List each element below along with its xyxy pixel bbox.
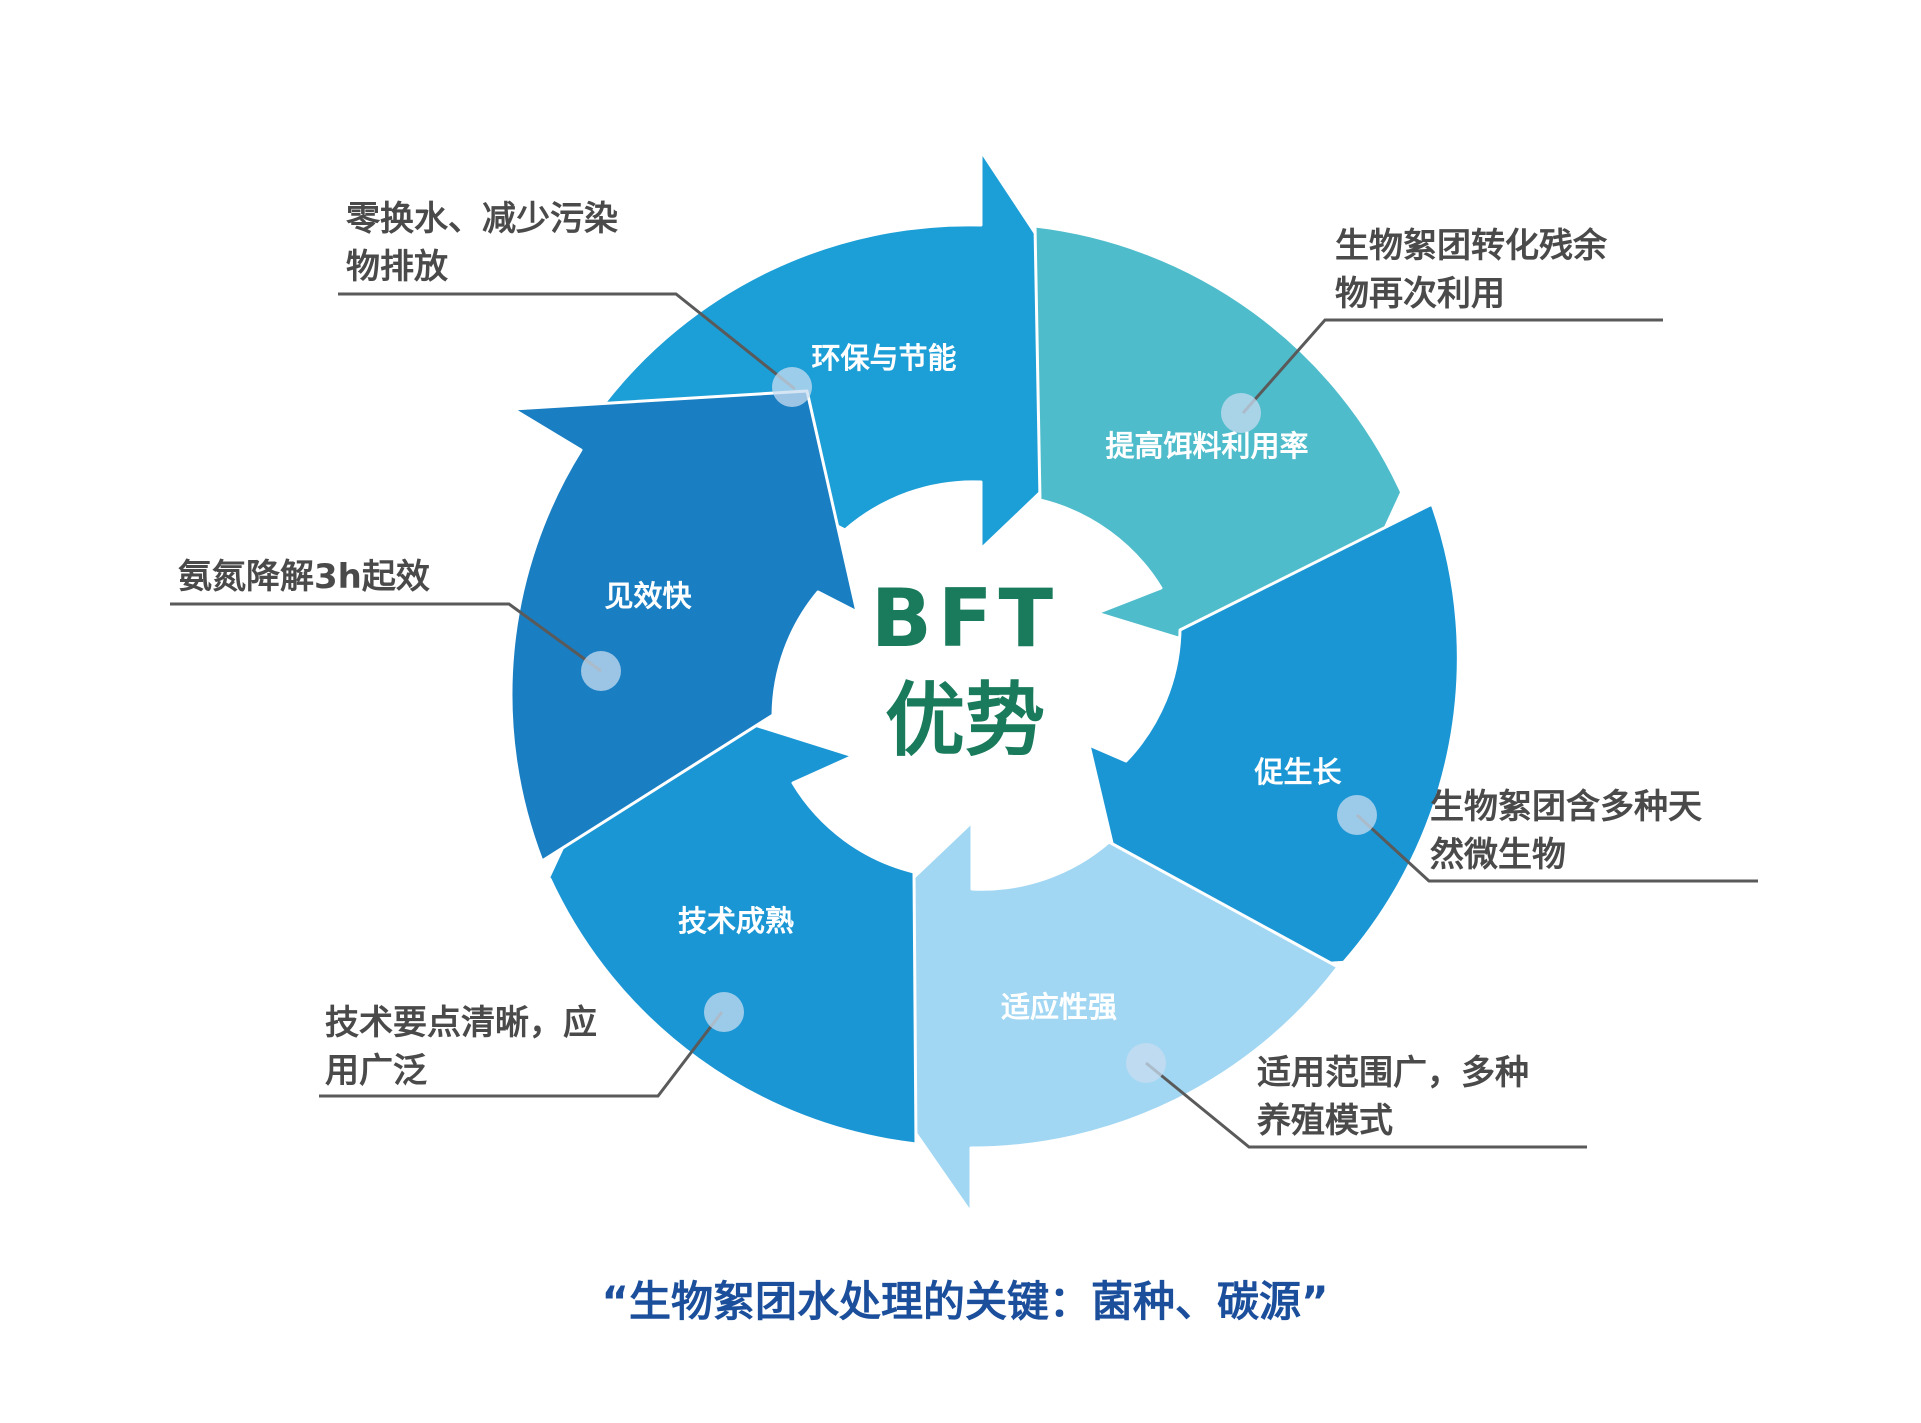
leader-line-environment-energy [338,292,796,391]
callout-growth-line1: 生物絮团含多种天 [1430,787,1702,827]
segment-labels: 环保与节能 提高饵料利用率 促生长 适应性强 技术成熟 见效快 [604,341,1342,1024]
leader-line-growth [1355,813,1758,883]
cycle-arrows [509,149,1460,1215]
leader-line-quick-effect [170,602,602,673]
callout-adaptability-line2: 养殖模式 [1257,1101,1393,1141]
segment-label-adaptability: 适应性强 [1001,990,1117,1024]
callout-environment-energy-line2: 物排放 [346,247,448,287]
marker-dot-environment-energy [772,367,812,407]
callout-mature-technology-line1: 技术要点清晰，应 [325,1003,597,1043]
callout-growth-line2: 然微生物 [1430,835,1566,875]
leader-line-mature-technology [319,1011,724,1098]
arrow-growth [1087,502,1460,977]
callout-feed-utilization-line1: 生物絮团转化残余 [1335,226,1608,266]
segment-label-quick-effect: 见效快 [604,579,692,613]
segment-label-mature-technology: 技术成熟 [678,904,794,938]
center-title-line1: BFT [871,572,1059,665]
callout-mature-technology-line2: 用广泛 [325,1051,427,1091]
callouts: 零换水、减少污染 物排放 生物絮团转化残余 物再次利用 生物絮团含多种天 然微生… [178,199,1702,1141]
callout-adaptability-line1: 适用范围广，多种 [1257,1053,1529,1093]
leader-line-adaptability [1145,1061,1587,1149]
marker-dot-quick-effect [581,651,621,691]
arrow-adaptability [806,820,1340,1215]
marker-dot-feed-utilization [1221,393,1261,433]
marker-dot-growth [1337,795,1377,835]
center-title-line2: 优势 [885,674,1045,767]
segment-label-feed-utilization: 提高饵料利用率 [1105,429,1308,463]
leader-line-feed-utilization [1241,318,1663,414]
marker-dots [581,367,1377,1083]
segment-label-growth: 促生长 [1253,755,1342,789]
callout-feed-utilization-line2: 物再次利用 [1335,274,1505,314]
leader-lines [170,292,1758,1149]
marker-dot-mature-technology [704,992,744,1032]
diagram-caption: “生物絮团水处理的关键：菌种、碳源” [601,1277,1328,1326]
callout-quick-effect-line1: 氨氮降解3h起效 [178,557,430,597]
marker-dot-adaptability [1126,1043,1166,1083]
arrow-quick-effect [509,389,859,863]
segment-label-environment-energy: 环保与节能 [811,341,956,375]
center-title: BFT 优势 [871,572,1059,767]
callout-environment-energy-line1: 零换水、减少污染 [346,199,618,239]
